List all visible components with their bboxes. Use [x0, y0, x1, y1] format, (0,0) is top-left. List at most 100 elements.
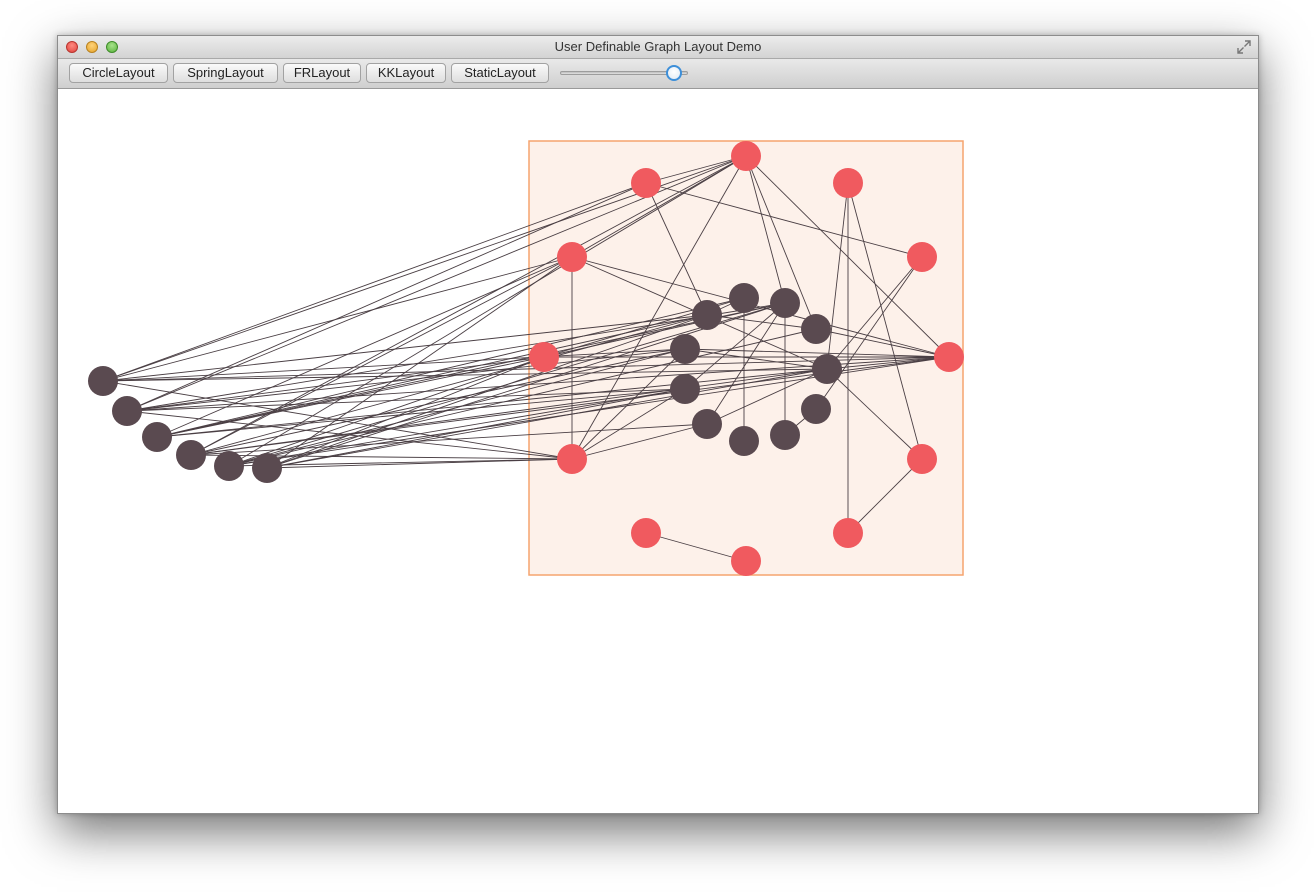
graph-edge [826, 256, 923, 370]
graph-edge [156, 302, 786, 438]
graph-edge [156, 314, 708, 438]
graph-vertex[interactable] [729, 283, 759, 313]
static-layout-button[interactable]: StaticLayout [451, 63, 549, 83]
sublayout-vertex[interactable] [557, 444, 587, 474]
sublayout-vertex[interactable] [833, 518, 863, 548]
sublayout-vertex[interactable] [731, 141, 761, 171]
spring-layout-button[interactable]: SpringLayout [173, 63, 278, 83]
graph-edge [847, 182, 923, 460]
graph-edge [745, 155, 950, 358]
sublayout-vertex[interactable] [833, 168, 863, 198]
graph-edge [571, 155, 747, 258]
graph-edge [645, 182, 923, 258]
graph-vertex[interactable] [670, 334, 700, 364]
sublayout-vertex[interactable] [529, 342, 559, 372]
graph-edge [745, 155, 817, 330]
node-layer [88, 141, 964, 576]
sublayout-vertex[interactable] [907, 242, 937, 272]
graph-edge [826, 368, 923, 460]
graph-vertex[interactable] [112, 396, 142, 426]
graph-edge [156, 256, 573, 438]
sublayout-vertex[interactable] [631, 518, 661, 548]
app-window: User Definable Graph Layout Demo CircleL… [57, 35, 1259, 814]
slider-thumb[interactable] [665, 65, 682, 81]
sublayout-vertex[interactable] [907, 444, 937, 474]
graph-edge [684, 348, 828, 370]
graph-edge [190, 454, 573, 460]
graph-edge [102, 182, 647, 382]
graph-edge [706, 368, 828, 425]
window-title: User Definable Graph Layout Demo [554, 39, 762, 54]
graph-vertex[interactable] [770, 288, 800, 318]
graph-edge [266, 458, 573, 469]
graph-edge [126, 356, 950, 412]
graph-vertex[interactable] [142, 422, 172, 452]
graph-edge [156, 368, 828, 438]
circle-layout-button[interactable]: CircleLayout [69, 63, 168, 83]
graph-edge [266, 388, 686, 469]
sublayout-vertex[interactable] [631, 168, 661, 198]
graph-vertex[interactable] [801, 314, 831, 344]
graph-vertex[interactable] [670, 374, 700, 404]
graph-edge [571, 423, 708, 460]
graph-edge [228, 328, 817, 467]
graph-edge [126, 356, 545, 412]
graph-edge [156, 297, 745, 438]
fullscreen-arrows-icon[interactable] [1236, 39, 1252, 55]
graph-edge [571, 388, 686, 460]
toolbar: CircleLayout SpringLayout FRLayout KKLay… [58, 59, 1258, 89]
sublayout-vertex[interactable] [731, 546, 761, 576]
graph-edge [266, 368, 828, 469]
sublayout-vertex[interactable] [934, 342, 964, 372]
graph-edge [102, 380, 573, 460]
graph-edge [190, 256, 573, 456]
graph-vertex[interactable] [801, 394, 831, 424]
slider-track[interactable] [560, 71, 688, 75]
graph-vertex[interactable] [252, 453, 282, 483]
graph-vertex[interactable] [770, 420, 800, 450]
graph-vertex[interactable] [692, 409, 722, 439]
graph-edge [684, 348, 950, 358]
zoom-icon[interactable] [106, 41, 118, 53]
edge-layer [102, 155, 950, 562]
graph-edge [102, 348, 686, 382]
graph-edge [190, 314, 708, 456]
sublayout-vertex[interactable] [557, 242, 587, 272]
graph-edge [266, 314, 708, 469]
graph-edge [815, 256, 923, 410]
graph-edge [706, 314, 817, 330]
graph-edge [645, 182, 708, 316]
graph-vertex[interactable] [214, 451, 244, 481]
graph-edge [190, 368, 828, 456]
graph-edge [826, 182, 849, 370]
graph-edge [847, 458, 923, 534]
layout-slider[interactable] [560, 65, 688, 81]
graph-edge [571, 348, 686, 460]
close-icon[interactable] [66, 41, 78, 53]
graph-vertex[interactable] [812, 354, 842, 384]
minimize-icon[interactable] [86, 41, 98, 53]
graph-edge [266, 302, 786, 469]
fr-layout-button[interactable]: FRLayout [283, 63, 361, 83]
kk-layout-button[interactable]: KKLayout [366, 63, 446, 83]
graph-vertex[interactable] [692, 300, 722, 330]
graph-vertex[interactable] [729, 426, 759, 456]
graph-edge [571, 155, 747, 460]
graph-edge [190, 348, 686, 456]
graph-edge [815, 328, 950, 358]
graph-edge [126, 302, 786, 412]
graph-edge [156, 388, 686, 438]
graph-vertex[interactable] [88, 366, 118, 396]
graph-vertex[interactable] [176, 440, 206, 470]
graph-edge [126, 182, 647, 412]
graph-edge [228, 155, 747, 467]
graph-edge [684, 302, 786, 390]
graph-edge [102, 314, 708, 382]
graph-canvas[interactable] [58, 89, 1258, 813]
graph-view[interactable] [58, 89, 1258, 813]
title-bar[interactable]: User Definable Graph Layout Demo [58, 36, 1258, 59]
graph-edge [266, 256, 573, 469]
graph-edge [826, 356, 950, 370]
graph-edge [126, 155, 747, 412]
graph-edge [645, 532, 747, 562]
